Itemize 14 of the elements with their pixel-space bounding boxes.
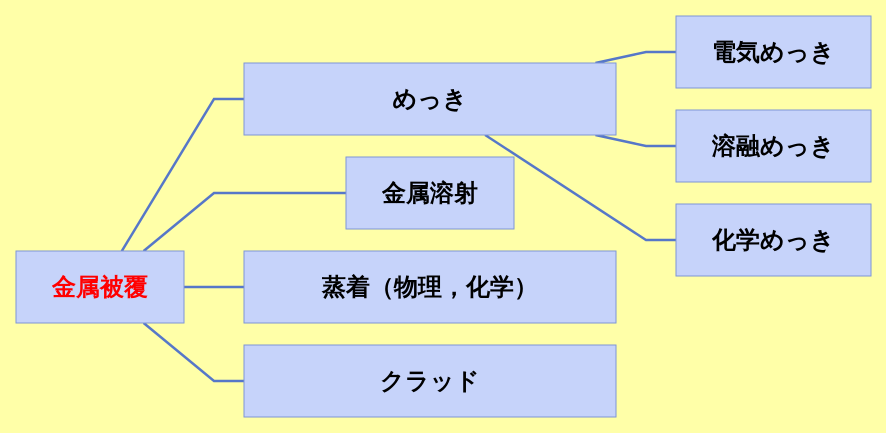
connector [594, 134, 676, 148]
node-box: 金属溶射 [345, 156, 514, 230]
node-box: 溶融めっき [675, 110, 871, 182]
connector [594, 50, 676, 64]
node-box: 金属被覆 [15, 250, 184, 324]
node-box: めっき [243, 62, 616, 136]
connector [142, 192, 346, 252]
node-box: 電気めっき [675, 16, 871, 88]
node-box: クラッド [243, 344, 616, 418]
connector [142, 322, 244, 382]
connector [120, 98, 244, 252]
connector [184, 286, 244, 288]
node-box: 蒸着（物理，化学） [243, 250, 616, 324]
connector [484, 134, 676, 242]
